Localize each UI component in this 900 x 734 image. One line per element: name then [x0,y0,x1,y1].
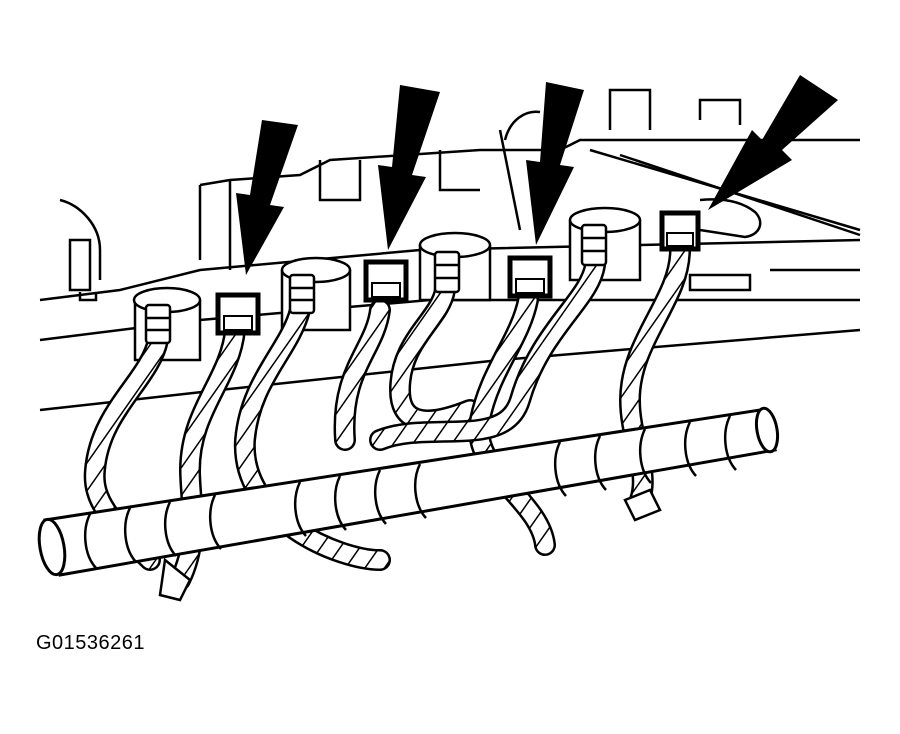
connector-4 [659,210,701,252]
connector-3 [507,255,553,299]
plug-boot-2 [288,273,316,315]
plug-boot-3 [433,250,461,294]
harness-end-left [158,557,192,602]
main-wire-harness [37,406,780,577]
pointer-arrow-1 [236,120,298,275]
pointer-arrow-2 [378,85,440,250]
figure-id-label: G01536261 [36,632,146,654]
wire-right-inner [369,254,606,451]
plug-boot-1 [144,303,172,345]
harness-end-right [623,488,662,522]
connector-1 [215,292,261,336]
pointer-arrow-3 [526,82,584,245]
pointer-arrow-4 [708,75,838,210]
wire-harness-branches [83,239,691,591]
target-connectors [215,210,701,336]
plug-boot-4 [580,223,608,267]
wire-center [388,279,481,432]
pointer-arrows [236,75,838,275]
wire-center-left [333,299,391,451]
connector-2 [363,259,409,303]
wire-loop-center [233,299,391,571]
plug-boots [144,223,662,602]
